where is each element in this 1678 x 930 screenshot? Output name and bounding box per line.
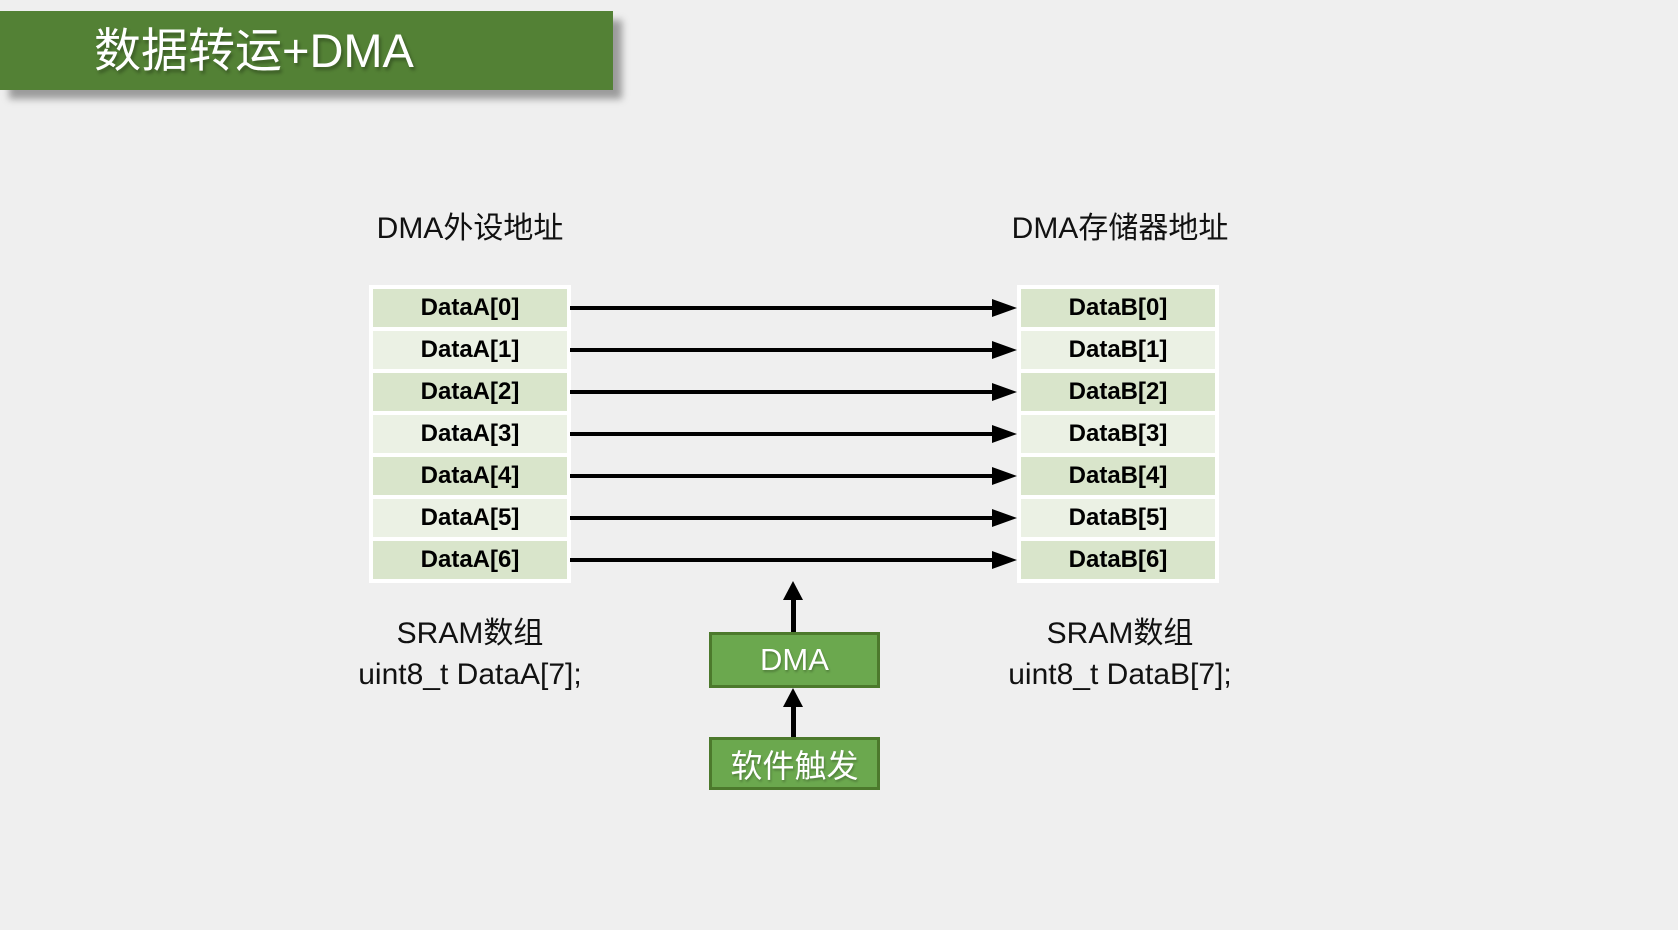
- arrow-shaft: [570, 432, 992, 436]
- table-row: DataB[3]: [1021, 415, 1215, 453]
- dma-up-arrow-icon: [781, 581, 805, 632]
- table-row: DataA[6]: [373, 541, 567, 579]
- table-row: DataA[4]: [373, 457, 567, 495]
- left-column-header: DMA外设地址: [376, 212, 564, 245]
- table-row: DataB[1]: [1021, 331, 1215, 369]
- transfer-arrow-icon: [570, 383, 1017, 401]
- transfer-arrow-icon: [570, 425, 1017, 443]
- caption-line: uint8_t DataB[7];: [1008, 658, 1232, 691]
- transfer-arrow-icon: [570, 299, 1017, 317]
- caption-line: uint8_t DataA[7];: [358, 658, 582, 691]
- caption-line: SRAM数组: [396, 617, 544, 650]
- table-row: DataA[1]: [373, 331, 567, 369]
- table-row: DataA[3]: [373, 415, 567, 453]
- table-row: DataB[4]: [1021, 457, 1215, 495]
- arrow-shaft: [570, 516, 992, 520]
- right-array-caption: SRAM数组 uint8_t DataB[7];: [920, 613, 1320, 695]
- table-row: DataA[0]: [373, 289, 567, 327]
- arrow-head-icon: [992, 425, 1017, 443]
- arrow-head-icon: [992, 551, 1017, 569]
- arrow-shaft: [790, 707, 796, 737]
- table-row: DataB[0]: [1021, 289, 1215, 327]
- arrow-shaft: [570, 348, 992, 352]
- arrow-head-icon: [783, 581, 803, 600]
- table-row: DataB[6]: [1021, 541, 1215, 579]
- arrow-shaft: [570, 558, 992, 562]
- arrow-shaft: [570, 306, 992, 310]
- dma-block: DMA: [709, 632, 880, 688]
- slide-title: 数据转运+DMA: [0, 11, 613, 90]
- memory-array-table: DataB[0] DataB[1] DataB[2] DataB[3] Data…: [1017, 285, 1219, 583]
- right-column-header: DMA存储器地址: [1011, 212, 1229, 245]
- transfer-arrow-icon: [570, 341, 1017, 359]
- software-trigger-block: 软件触发: [709, 737, 880, 790]
- arrow-shaft: [570, 474, 992, 478]
- arrow-head-icon: [992, 383, 1017, 401]
- transfer-arrow-icon: [570, 551, 1017, 569]
- trigger-up-arrow-icon: [781, 688, 805, 737]
- arrow-head-icon: [783, 688, 803, 707]
- transfer-arrow-icon: [570, 467, 1017, 485]
- peripheral-array-table: DataA[0] DataA[1] DataA[2] DataA[3] Data…: [369, 285, 571, 583]
- transfer-arrow-icon: [570, 509, 1017, 527]
- table-row: DataB[5]: [1021, 499, 1215, 537]
- arrow-head-icon: [992, 341, 1017, 359]
- table-row: DataB[2]: [1021, 373, 1215, 411]
- arrow-head-icon: [992, 299, 1017, 317]
- arrow-shaft: [790, 600, 796, 632]
- arrow-shaft: [570, 390, 992, 394]
- arrow-head-icon: [992, 509, 1017, 527]
- caption-line: SRAM数组: [1046, 617, 1194, 650]
- arrow-head-icon: [992, 467, 1017, 485]
- left-array-caption: SRAM数组 uint8_t DataA[7];: [270, 613, 670, 695]
- table-row: DataA[5]: [373, 499, 567, 537]
- table-row: DataA[2]: [373, 373, 567, 411]
